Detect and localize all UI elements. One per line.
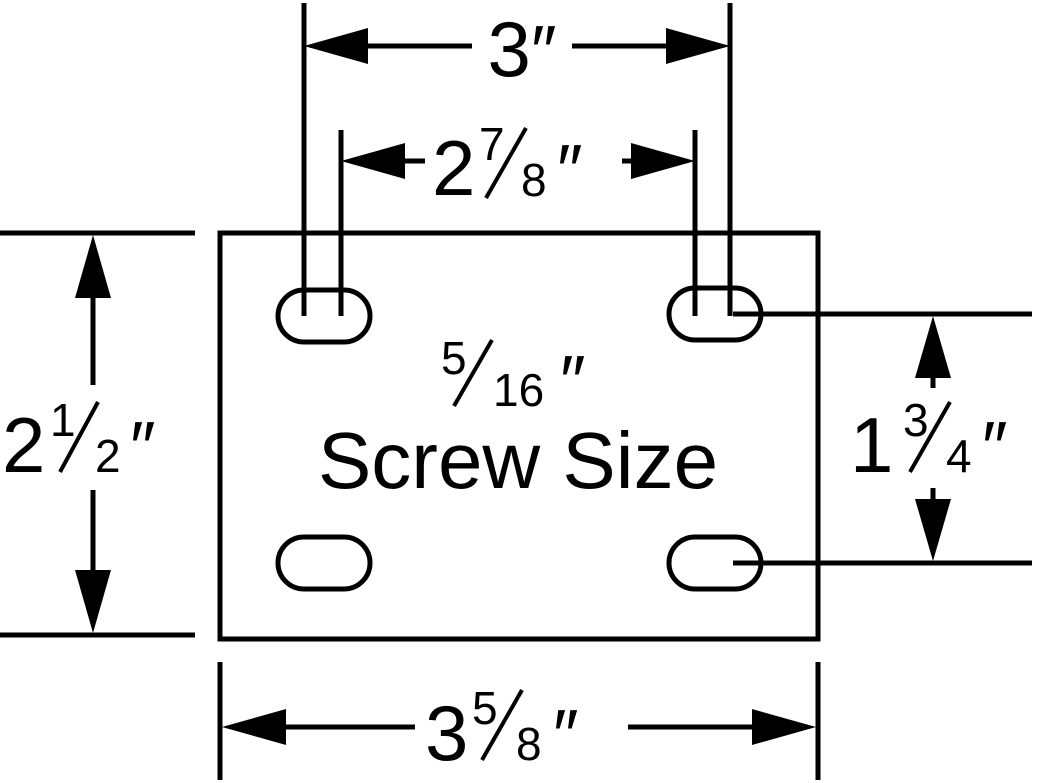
screw-size-label: Screw Size	[318, 416, 718, 505]
plate-width-denominator: 8	[516, 718, 542, 770]
slot-top-left	[275, 287, 373, 345]
plate-height-mark: ″	[130, 408, 156, 488]
svg-text:2: 2	[432, 124, 475, 212]
plate-height-numerator: 1	[50, 394, 76, 446]
dimension-plate-height: 2 1 2 ″	[0, 230, 195, 638]
dimension-hole-vertical-spacing: 1 3 4 ″	[733, 311, 1032, 566]
dimension-inner-hole-spacing: 2 7 8 ″	[338, 118, 698, 316]
plate-width-mark: ″	[553, 696, 579, 776]
plate-height-whole: 2	[2, 401, 45, 489]
screw-size-denominator: 16	[493, 364, 544, 416]
hole-spacing-mark: ″	[982, 408, 1008, 488]
plate-height-denominator: 2	[95, 430, 121, 482]
hole-spacing-numerator: 3	[903, 394, 929, 446]
screw-size-numerator: 5	[441, 332, 467, 384]
outer-spacing-whole: 3	[488, 5, 531, 93]
plate-outline	[217, 230, 821, 642]
hole-spacing-denominator: 4	[946, 430, 972, 482]
screw-size-callout: 5 16 ″ Screw Size	[318, 332, 718, 505]
plate-width-numerator: 5	[472, 682, 498, 734]
inner-spacing-denominator: 8	[521, 154, 547, 206]
dimension-outer-hole-spacing: 3″	[301, 3, 733, 316]
inner-spacing-whole: 2	[432, 124, 475, 212]
plate-width-whole: 3	[425, 689, 468, 777]
svg-text:3″: 3″	[488, 5, 557, 93]
slot-bottom-left	[275, 534, 373, 592]
hole-spacing-whole: 1	[850, 401, 893, 489]
inner-spacing-mark: ″	[557, 131, 583, 211]
outer-spacing-mark: ″	[531, 12, 557, 92]
inner-spacing-numerator: 7	[479, 118, 505, 170]
dimension-plate-width: 3 5 8 ″	[217, 662, 821, 780]
screw-size-mark: ″	[560, 342, 586, 422]
